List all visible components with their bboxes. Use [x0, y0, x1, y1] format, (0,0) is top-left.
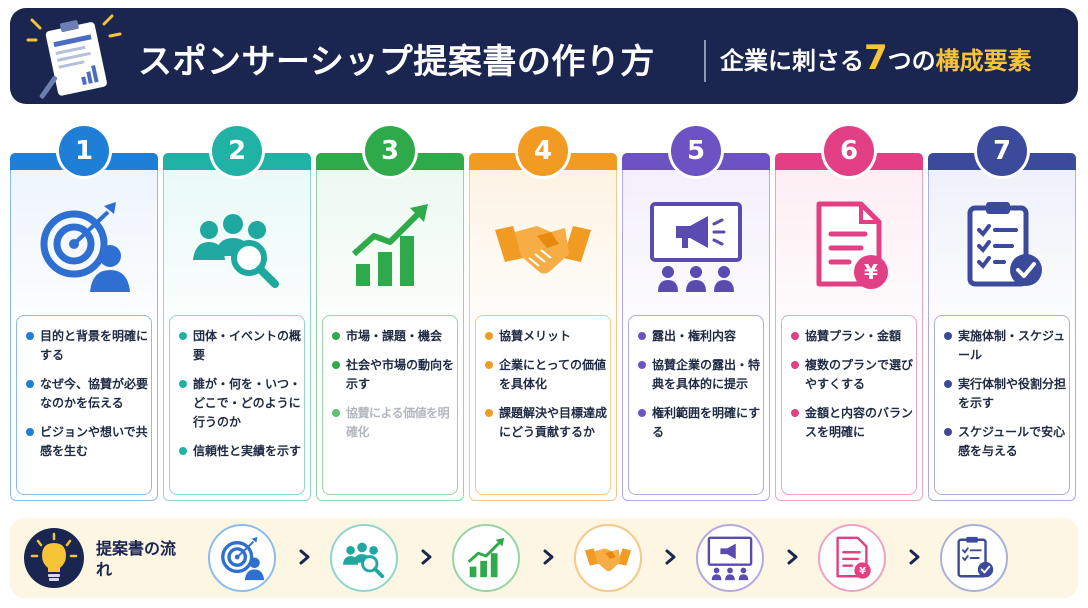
list-item: 信頼性と実績を示す	[178, 442, 302, 461]
list-item: 実施体制・スケジュール	[943, 327, 1067, 365]
chevron-right-icon	[299, 549, 310, 565]
step-card-1: 1 目的と背景を明確にする なぜ今、協賛が必要なのかを伝える ビジョンや想いで共…	[10, 126, 158, 501]
page-subtitle: 企業に刺さる7つの構成要素	[720, 38, 1032, 78]
svg-text:¥: ¥	[859, 566, 866, 577]
step-card-4: 4 協賛メリット 企業にとっての価値を具体化 課題解決や目標達成にどう貢献するか	[469, 126, 617, 501]
list-item: スケジュールで安心感を与える	[943, 423, 1067, 461]
checklist-clipboard-icon	[957, 536, 994, 578]
proposal-document-icon	[26, 14, 122, 99]
lightbulb-icon	[30, 532, 78, 581]
step-number-badge: 2	[212, 126, 262, 176]
list-item: 団体・イベントの概要	[178, 327, 302, 365]
handshake-icon	[584, 548, 632, 572]
yen-document-icon: ¥	[836, 536, 871, 579]
page-title: スポンサーシップ提案書の作り方	[138, 42, 655, 82]
team-magnifier-icon	[342, 542, 385, 579]
list-item: 露出・権利内容	[637, 327, 761, 346]
list-item: 協賛プラン・金額	[790, 327, 914, 346]
flow-step-7	[940, 524, 1008, 592]
growth-chart-icon	[351, 204, 428, 286]
flow-label: 提案書の流れ	[96, 539, 177, 579]
chevron-right-icon	[543, 549, 554, 565]
list-item: 権利範囲を明確にする	[637, 404, 761, 442]
checklist-clipboard-icon	[967, 202, 1042, 287]
step-number-badge: 5	[671, 126, 721, 176]
list-item: 複数のプランで選びやすくする	[790, 356, 914, 394]
flow-step-3	[452, 524, 520, 592]
step-number-badge: 3	[365, 126, 415, 176]
list-item: 課題解決や目標達成にどう貢献するか	[484, 404, 608, 442]
yen-document-icon: ¥	[816, 201, 888, 289]
flow-step-6: ¥	[818, 524, 886, 592]
presentation-audience-icon	[707, 536, 753, 581]
list-item: 協賛企業の露出・特典を具体的に提示	[637, 356, 761, 394]
step-card-7: 7 実施体制・スケジュール 実行体制や役割分担を示す スケジュールで安心感を与え…	[928, 126, 1076, 501]
team-magnifier-icon	[193, 214, 279, 288]
flow-step-5	[696, 524, 764, 592]
header-banner: スポンサーシップ提案書の作り方 企業に刺さる7つの構成要素	[10, 8, 1078, 104]
flow-bar: 提案書の流れ	[10, 518, 1078, 598]
flow-step-1	[208, 524, 276, 592]
step-number-badge: 7	[977, 126, 1027, 176]
growth-chart-icon	[467, 537, 505, 578]
list-item: 実行体制や役割分担を示す	[943, 375, 1067, 413]
list-item: 目的と背景を明確にする	[25, 327, 149, 365]
list-item: 協賛による価値を明確化	[331, 404, 455, 442]
flow-step-4	[574, 524, 642, 592]
chevron-right-icon	[909, 549, 920, 565]
list-item: 企業にとっての価値を具体化	[484, 356, 608, 394]
chevron-right-icon	[787, 549, 798, 565]
list-item: ビジョンや想いで共感を生む	[25, 423, 149, 461]
list-item: なぜ今、協賛が必要なのかを伝える	[25, 375, 149, 413]
flow-step-2	[330, 524, 398, 592]
step-card-2: 2 団体・イベントの概要 誰が・何を・いつ・どこで・どのように行うのか 信頼性と…	[163, 126, 311, 501]
target-person-icon	[221, 536, 265, 581]
step-card-3: 3 市場・課題・機会 社会や市場の動向を示す 協賛による価値を明確化	[316, 126, 464, 501]
step-number-badge: 6	[824, 126, 874, 176]
handshake-icon	[495, 226, 591, 274]
chevron-right-icon	[665, 549, 676, 565]
list-item: 市場・課題・機会	[331, 327, 455, 346]
list-item: 協賛メリット	[484, 327, 608, 346]
list-item: 誰が・何を・いつ・どこで・どのように行うのか	[178, 375, 302, 432]
presentation-audience-icon	[650, 202, 742, 292]
list-item: 金額と内容のバランスを明確に	[790, 404, 914, 442]
chevron-right-icon	[421, 549, 432, 565]
list-item: 社会や市場の動向を示す	[331, 356, 455, 394]
header-divider	[704, 40, 706, 82]
svg-text:¥: ¥	[864, 260, 878, 284]
step-card-6: 6 ¥ 協賛プラン・金額 複数のプランで選びやすくする 金額と内容のバランスを明…	[775, 126, 923, 501]
step-card-5: 5 露出・権利内容 協賛企業の露出・特典を具体的に提示 権利範囲を明確にする	[622, 126, 770, 501]
target-person-icon	[40, 202, 130, 292]
step-number-badge: 1	[59, 126, 109, 176]
step-number-badge: 4	[518, 126, 568, 176]
